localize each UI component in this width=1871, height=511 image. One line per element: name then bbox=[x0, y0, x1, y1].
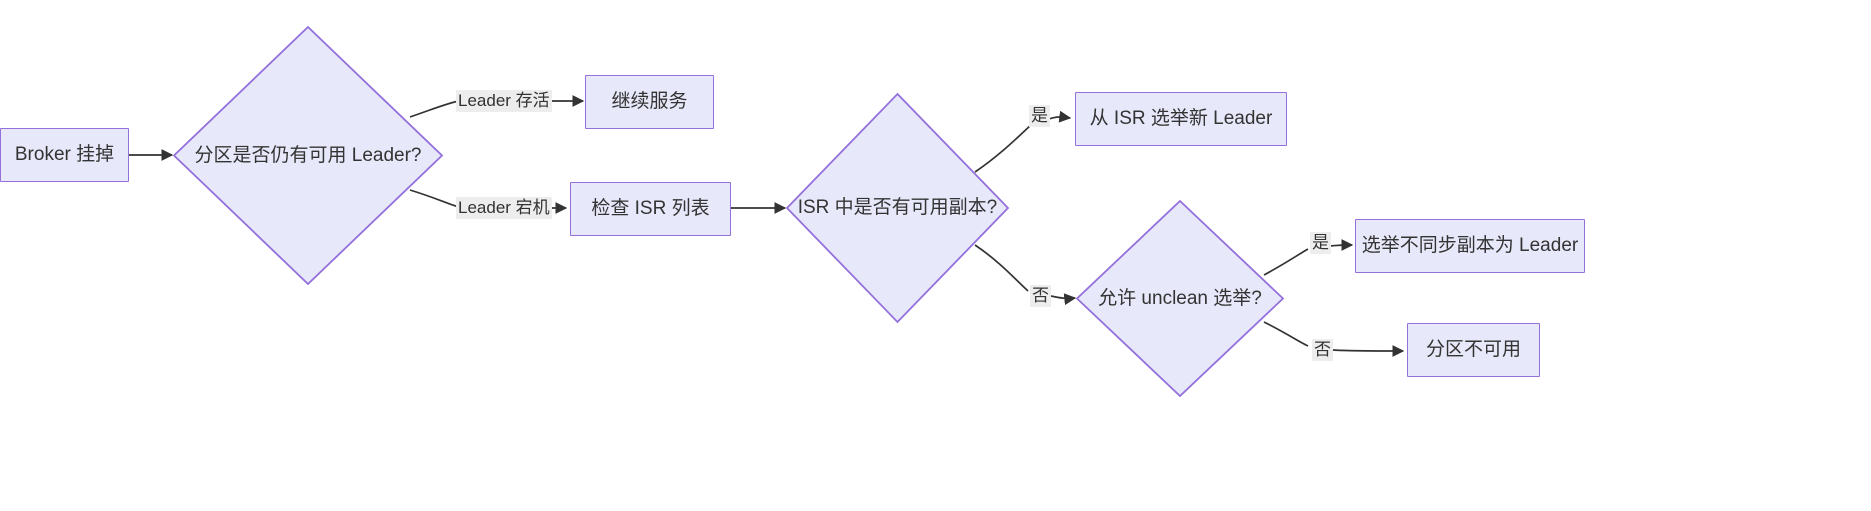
node-label: 允许 unclean 选举? bbox=[1098, 287, 1262, 309]
node-broker-down[interactable]: Broker 挂掉 bbox=[0, 128, 129, 182]
edge-isrdecision-to-electisr bbox=[974, 123, 1033, 173]
edge-label-isr-yes: 是 bbox=[1029, 105, 1050, 127]
diamond-shape bbox=[785, 92, 1010, 324]
node-elect-out-of-sync[interactable]: 选举不同步副本为 Leader bbox=[1355, 219, 1585, 273]
edge-label-leader-down: Leader 宕机 bbox=[456, 197, 552, 219]
edge-unclean-to-unavailable bbox=[1263, 321, 1309, 347]
edge-label-isr-no: 否 bbox=[1030, 285, 1051, 307]
node-label: 继续服务 bbox=[611, 91, 688, 113]
diamond-shape bbox=[1075, 199, 1285, 398]
edge-label-unclean-yes: 是 bbox=[1310, 232, 1331, 254]
edge-unclean-to-unavailable-arrow bbox=[1332, 345, 1405, 357]
node-continue-service[interactable]: 继续服务 bbox=[585, 75, 714, 129]
node-label: 从 ISR 选举新 Leader bbox=[1089, 108, 1273, 130]
node-isr-has-replica[interactable]: ISR 中是否有可用副本? bbox=[785, 92, 1010, 324]
edge-isrdecision-to-electisr-arrow bbox=[1048, 110, 1072, 123]
node-label: ISR 中是否有可用副本? bbox=[797, 197, 998, 219]
node-elect-from-isr[interactable]: 从 ISR 选举新 Leader bbox=[1075, 92, 1287, 146]
node-check-isr[interactable]: 检查 ISR 列表 bbox=[570, 182, 731, 236]
edge-label-unclean-no: 否 bbox=[1312, 339, 1333, 361]
edge-isrdecision-to-unclean bbox=[974, 244, 1029, 292]
node-has-leader[interactable]: 分区是否仍有可用 Leader? bbox=[172, 25, 444, 286]
node-partition-unavailable[interactable]: 分区不可用 bbox=[1407, 323, 1540, 377]
node-label: 检查 ISR 列表 bbox=[591, 198, 710, 220]
node-label: 选举不同步副本为 Leader bbox=[1361, 235, 1579, 257]
node-allow-unclean[interactable]: 允许 unclean 选举? bbox=[1075, 199, 1285, 398]
edge-unclean-to-outofsync bbox=[1263, 248, 1309, 276]
node-label: 分区不可用 bbox=[1425, 339, 1521, 361]
edge-isrdecision-to-unclean-arrow bbox=[1050, 293, 1077, 306]
edge-unclean-to-outofsync-arrow bbox=[1329, 239, 1354, 251]
node-label: 分区是否仍有可用 Leader? bbox=[194, 144, 422, 166]
diamond-shape bbox=[172, 25, 444, 286]
edge-label-leader-alive: Leader 存活 bbox=[456, 90, 552, 112]
node-label: Broker 挂掉 bbox=[14, 144, 115, 166]
